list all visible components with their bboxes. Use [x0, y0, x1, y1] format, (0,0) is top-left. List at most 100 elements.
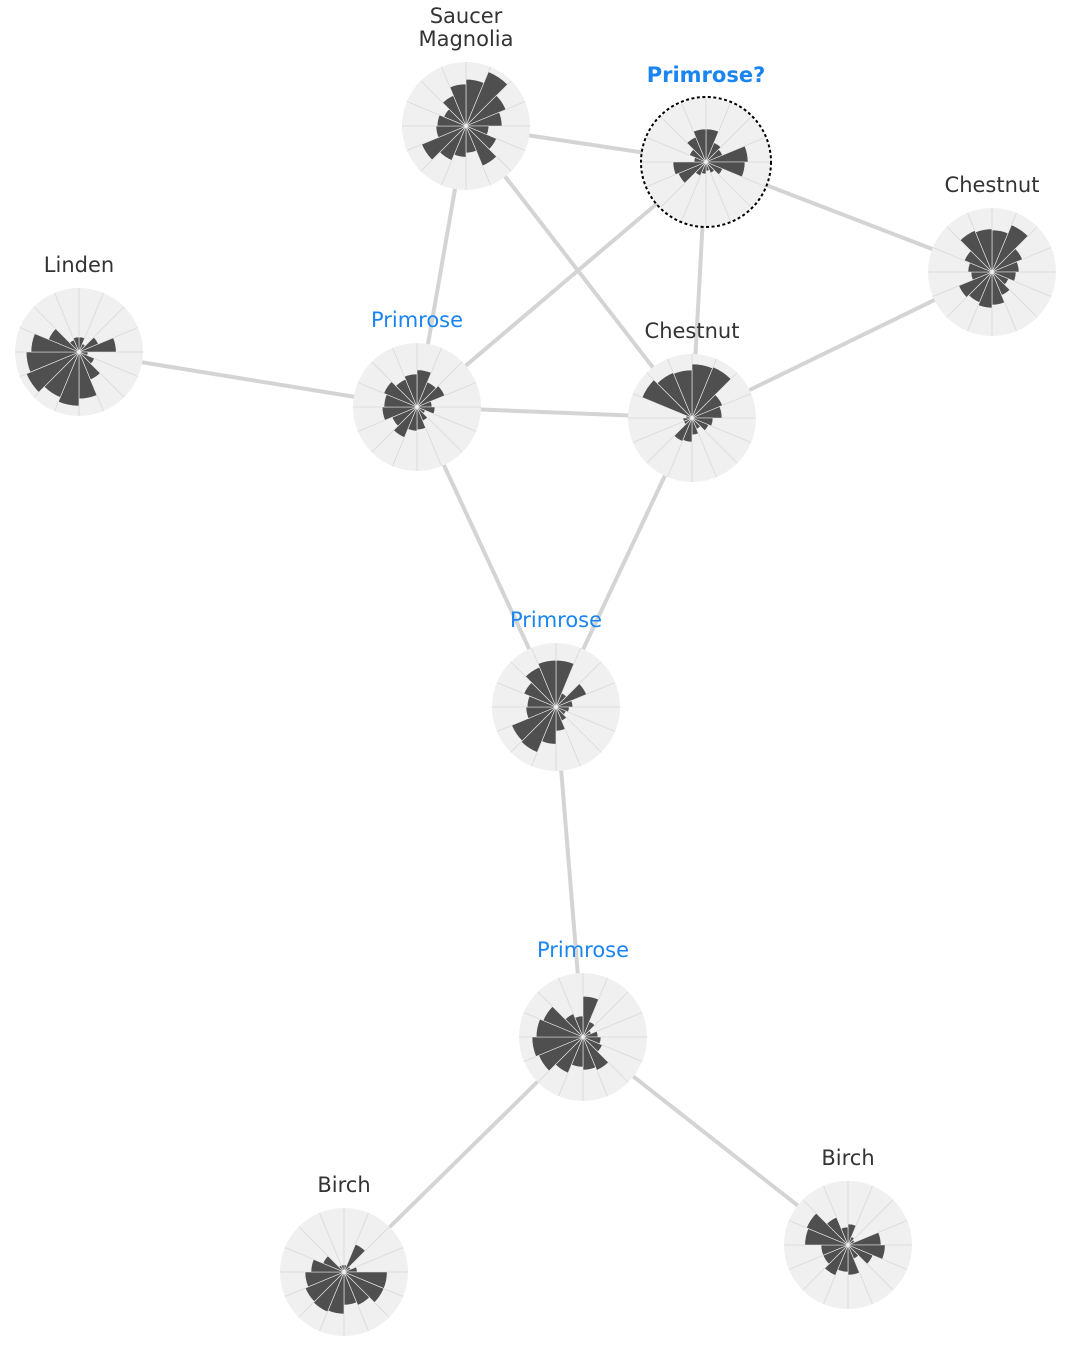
rose-petal — [673, 417, 693, 442]
rose-petal — [847, 1236, 855, 1246]
rose-petal — [322, 1255, 345, 1273]
rose-petal — [958, 271, 993, 298]
rose-petal — [542, 1006, 584, 1038]
rose-spoke — [319, 1212, 345, 1273]
rose-petal — [393, 406, 418, 438]
node-chestnut-right[interactable]: Chestnut — [928, 173, 1056, 336]
rose-petal — [340, 1264, 345, 1273]
rose-petal — [465, 111, 503, 127]
node-linden[interactable]: Linden — [15, 253, 143, 416]
node-query[interactable]: Primrose? — [640, 63, 772, 228]
rose-petal — [582, 1036, 609, 1071]
query-highlight-ring — [640, 96, 772, 228]
node-label-line: Birch — [821, 1146, 874, 1170]
node-label-line: Saucer — [430, 4, 503, 28]
node-label-line: Linden — [44, 253, 114, 277]
rose-spoke — [847, 1199, 894, 1246]
rose-petal — [304, 1271, 345, 1303]
node-label: Primrose — [371, 308, 463, 332]
node-birch-left[interactable]: Birch — [280, 1173, 408, 1336]
rose-petal — [991, 224, 1029, 273]
rose-petal — [449, 83, 467, 127]
rose-petal — [682, 417, 693, 422]
rose-petal — [705, 161, 724, 176]
rose-petal — [574, 1015, 584, 1038]
node-label: Primrose — [537, 938, 629, 962]
rose-petal — [691, 417, 710, 432]
node-label-line: Primrose? — [647, 63, 766, 87]
node-label-line: Primrose — [537, 938, 629, 962]
rose-petal — [535, 1018, 584, 1038]
rose-petal — [692, 128, 707, 163]
node-label-line: Primrose — [510, 608, 602, 632]
rose-petal — [806, 1212, 849, 1246]
rose-petal — [72, 336, 80, 353]
rose-petal — [564, 1013, 584, 1038]
node-label: Chestnut — [945, 173, 1040, 197]
rose-petal — [673, 369, 693, 419]
rose-petal — [343, 1243, 366, 1273]
rose-petal — [25, 351, 80, 393]
rose-petal — [525, 706, 557, 719]
rose-petal — [705, 161, 715, 174]
rose-petal — [435, 125, 467, 138]
rose-petal — [57, 351, 80, 407]
rose-petal — [691, 366, 732, 419]
node-chestnut-center[interactable]: Chestnut — [628, 319, 756, 482]
node-label: Birch — [317, 1173, 370, 1197]
rose-petal — [511, 706, 557, 742]
rose-petal — [555, 683, 587, 708]
rose-petal — [48, 328, 80, 353]
rose-petal — [691, 406, 723, 419]
rose-petal — [975, 228, 993, 273]
rose-petal — [343, 1271, 370, 1306]
node-label-line: Magnolia — [418, 27, 513, 51]
node-primrose-c[interactable]: Primrose — [519, 938, 647, 1101]
rose-spoke — [632, 417, 693, 443]
node-primrose-a[interactable]: Primrose — [353, 308, 481, 471]
rose-petal — [465, 71, 509, 127]
rose-petal — [824, 1244, 849, 1276]
node-label: Linden — [44, 253, 114, 277]
rose-petal — [403, 373, 418, 408]
rose-petal — [582, 1021, 596, 1038]
node-label-line: Chestnut — [945, 173, 1040, 197]
rose-petal — [840, 1226, 849, 1246]
rose-petal — [78, 337, 117, 353]
rose-petal — [959, 230, 993, 273]
node-label-line: Primrose — [371, 308, 463, 332]
rose-petal — [991, 248, 1023, 273]
node-label: Birch — [821, 1146, 874, 1170]
node-label-line: Birch — [317, 1173, 370, 1197]
rose-petal — [25, 351, 80, 373]
rose-petal — [826, 1216, 849, 1246]
rose-petal — [30, 333, 80, 353]
node-primrose-b[interactable]: Primrose — [492, 608, 620, 771]
rose-petal — [520, 706, 557, 753]
rose-petal — [991, 261, 1020, 273]
node-birch-right[interactable]: Birch — [784, 1146, 912, 1309]
rose-petal — [416, 385, 446, 408]
node-label-line: Chestnut — [645, 319, 740, 343]
rose-petal — [582, 1036, 597, 1071]
rose-petal — [313, 1271, 345, 1313]
rose-petal — [847, 1244, 874, 1265]
node-label: Primrose — [510, 608, 602, 632]
rose-petal — [465, 95, 507, 127]
rose-petal — [421, 125, 467, 161]
rose-petal — [465, 125, 497, 167]
rose-petal — [381, 406, 418, 421]
rose-petal — [537, 659, 557, 708]
node-label: Chestnut — [645, 319, 740, 343]
rose-petal — [847, 1244, 860, 1276]
rose-petal — [672, 161, 707, 176]
rose-petal — [705, 145, 749, 163]
rose-petal — [691, 394, 723, 419]
rose-petal — [656, 372, 693, 419]
rose-petal — [304, 1271, 345, 1288]
rose-petal — [343, 1271, 385, 1303]
